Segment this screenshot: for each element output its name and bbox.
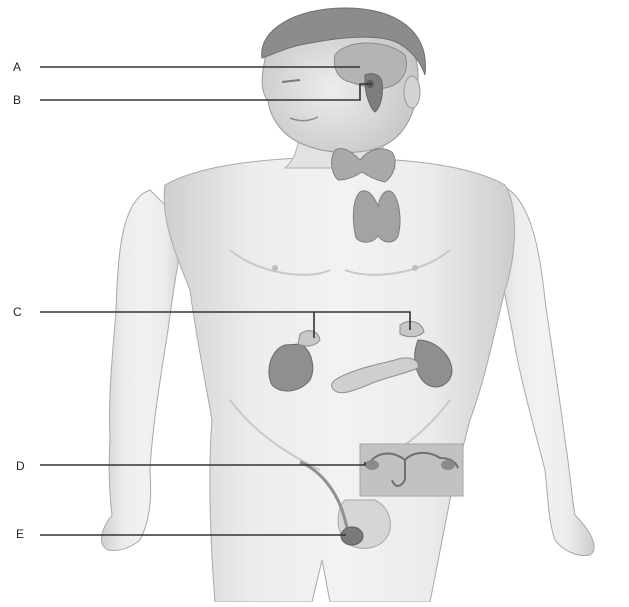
label-e: E xyxy=(16,527,25,541)
label-a: A xyxy=(13,60,22,74)
left-adrenal xyxy=(298,331,320,346)
left-kidney xyxy=(269,344,313,391)
label-c: C xyxy=(13,305,23,319)
label-d: D xyxy=(16,459,26,473)
reproductive-inset xyxy=(360,444,463,496)
label-b: B xyxy=(13,93,22,107)
head xyxy=(262,8,426,153)
